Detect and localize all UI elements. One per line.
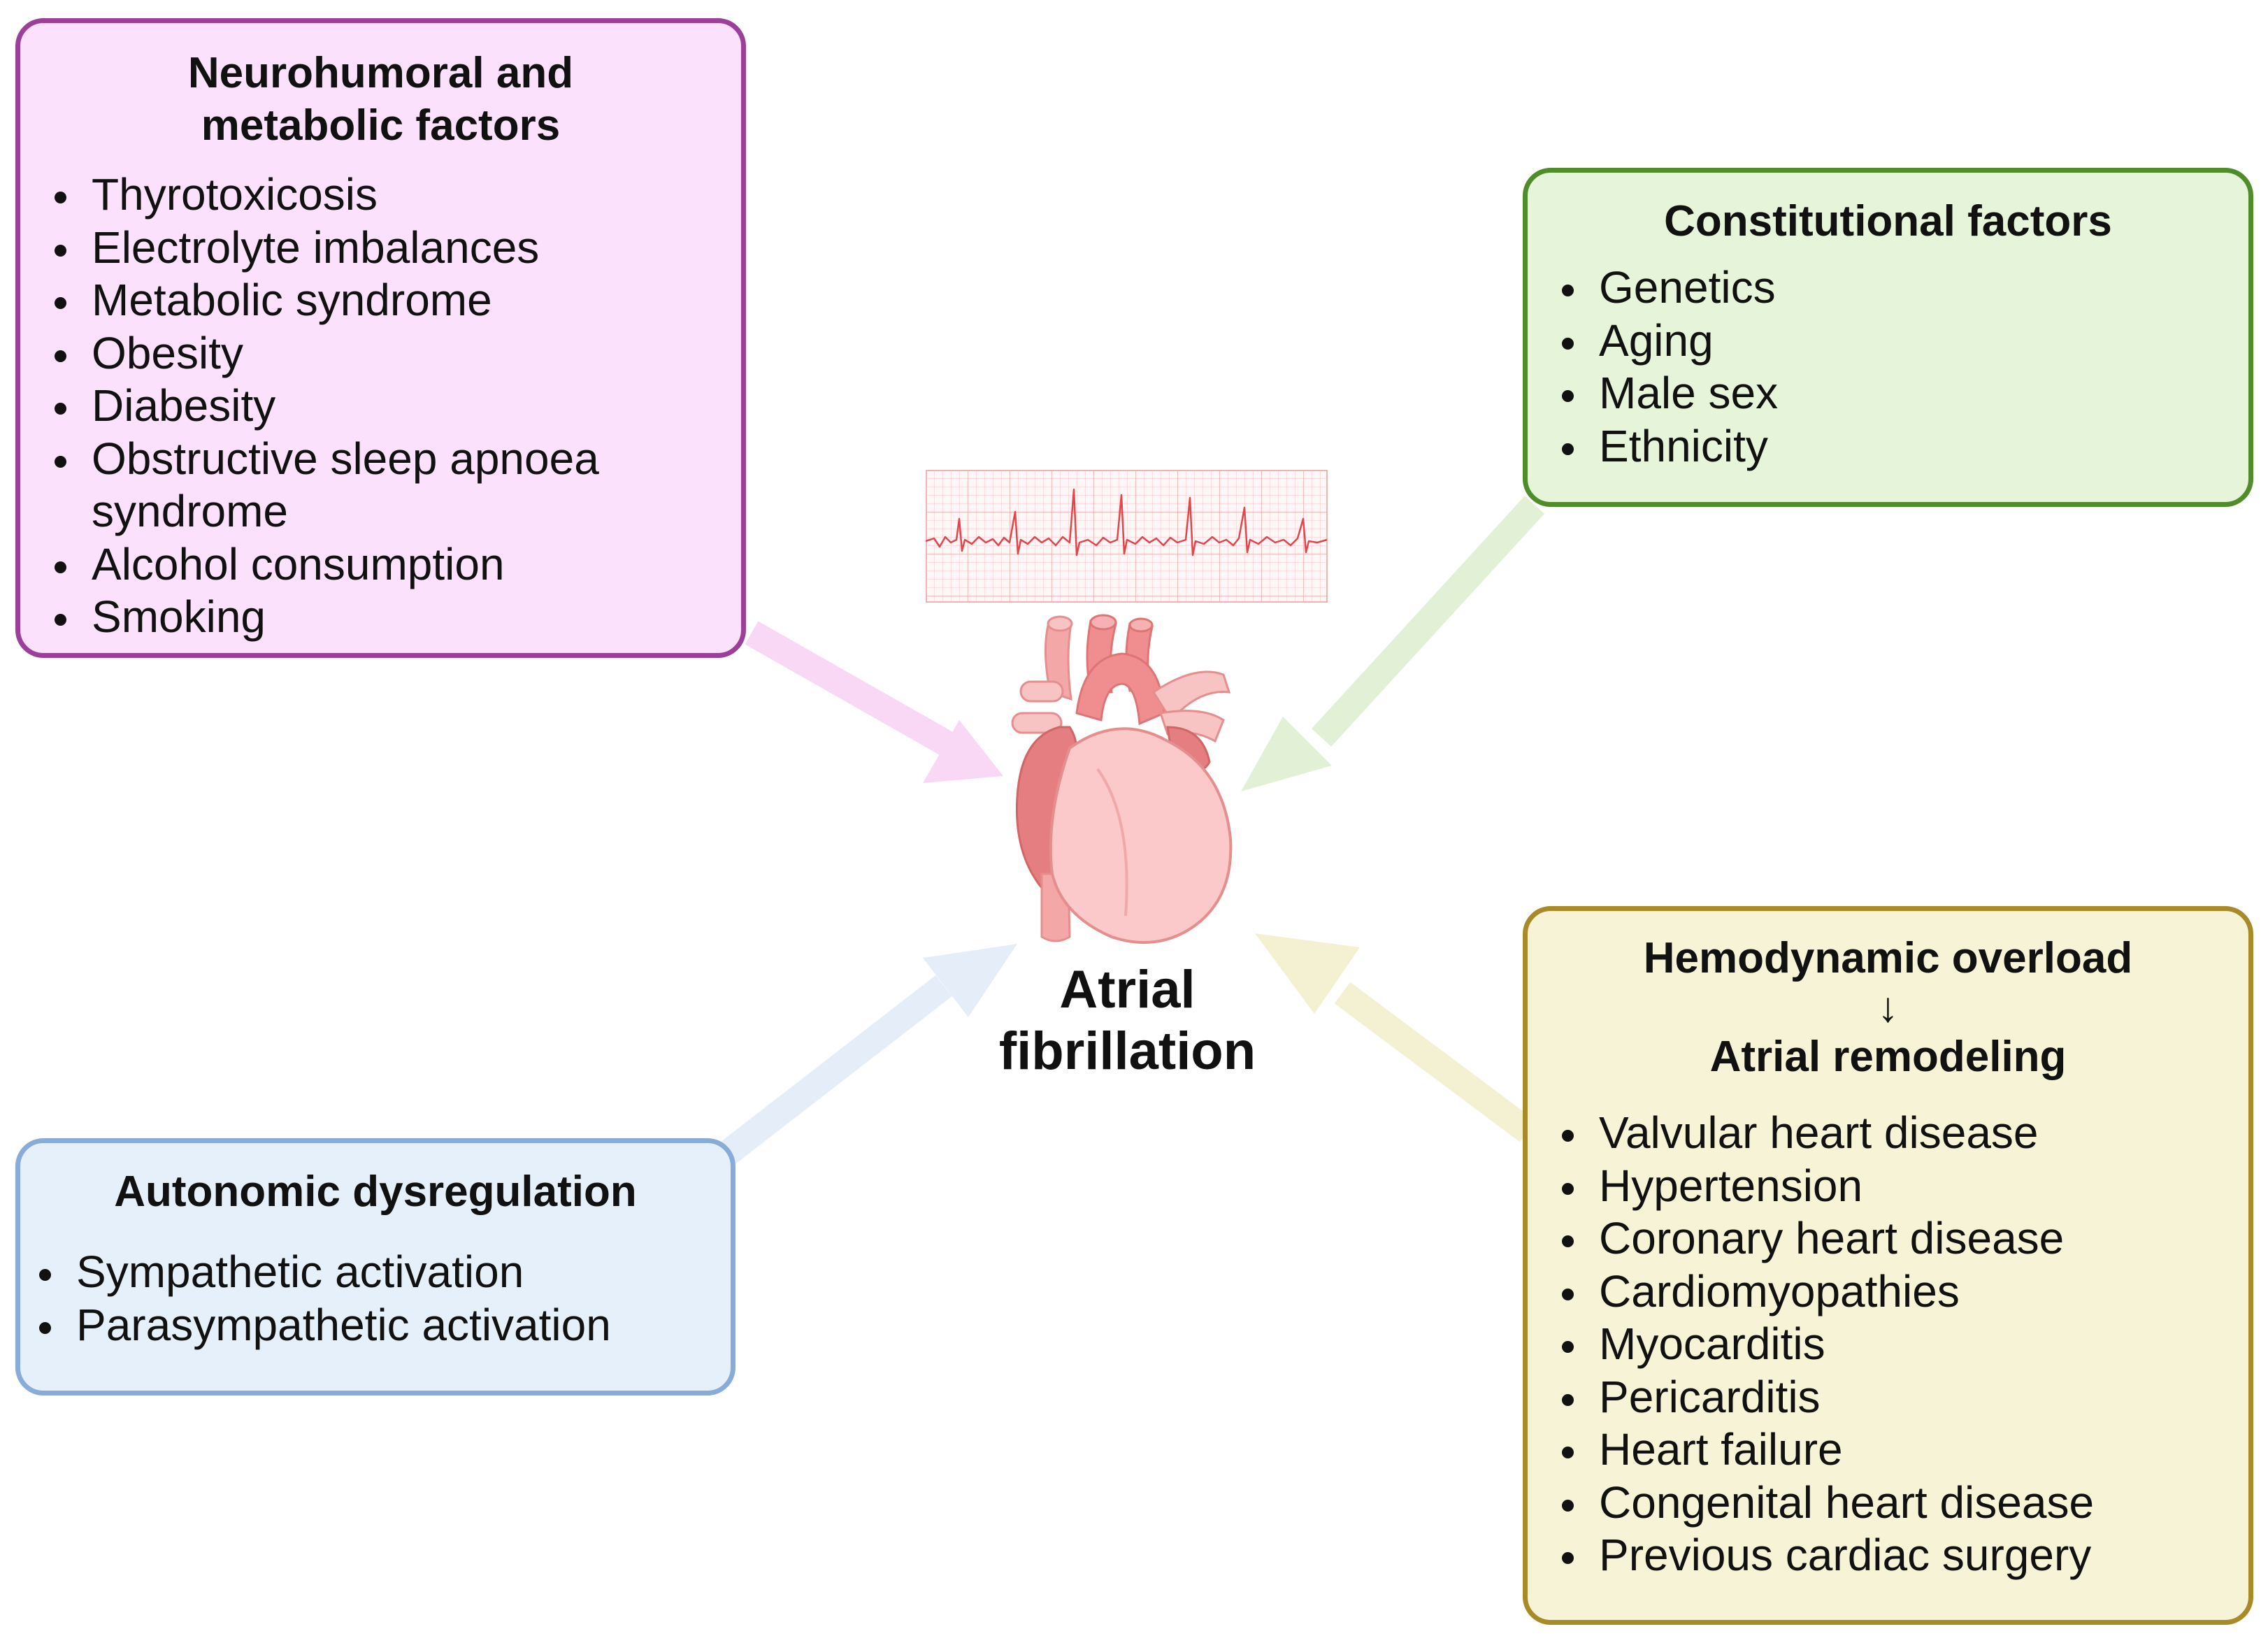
center-title-line2: fibrillation xyxy=(998,1021,1256,1081)
center-title: Atrial fibrillation xyxy=(951,959,1304,1082)
list-item: Parasympathetic activation xyxy=(68,1299,731,1352)
arrow-hemodynamic xyxy=(1255,933,1536,1142)
list-item: Male sex xyxy=(1591,367,2248,420)
list-item: Hypertension xyxy=(1591,1160,2248,1213)
arrow-neurohumoral xyxy=(745,621,1003,783)
box-neurohumoral-metabolic-factors: Neurohumoral and metabolic factors Thyro… xyxy=(15,18,746,658)
list-item: Cardiomyopathies xyxy=(1591,1265,2248,1319)
box-title-line1: Neurohumoral and xyxy=(187,49,574,97)
box-title: Neurohumoral and metabolic factors xyxy=(20,47,741,152)
list-item: Myocarditis xyxy=(1591,1318,2248,1371)
list-item: Thyrotoxicosis xyxy=(83,168,741,222)
arrow-constitutional xyxy=(1241,496,1545,791)
box-autonomic-dysregulation: Autonomic dysregulation Sympathetic acti… xyxy=(15,1138,735,1396)
list-item: Previous cardiac surgery xyxy=(1591,1529,2248,1582)
factor-list: Genetics Aging Male sex Ethnicity xyxy=(1528,261,2248,473)
arrow-autonomic xyxy=(719,944,1017,1165)
box-title-line2: metabolic factors xyxy=(201,101,561,150)
box-hemodynamic-overload: Hemodynamic overload ↓ Atrial remodeling… xyxy=(1523,906,2253,1625)
list-item: Obesity xyxy=(83,327,741,380)
ecg-strip-icon xyxy=(926,470,1328,603)
list-item: Electrolyte imbalances xyxy=(83,222,741,275)
list-item: Valvular heart disease xyxy=(1591,1107,2248,1160)
list-item: Smoking xyxy=(83,591,741,644)
list-item: Coronary heart disease xyxy=(1591,1212,2248,1265)
list-item: Aging xyxy=(1591,315,2248,368)
list-item: Pericarditis xyxy=(1591,1371,2248,1424)
factor-list: Valvular heart disease Hypertension Coro… xyxy=(1528,1107,2248,1582)
box-title: Autonomic dysregulation xyxy=(114,1168,637,1216)
list-item: Congenital heart disease xyxy=(1591,1477,2248,1530)
center-title-line1: Atrial xyxy=(1059,960,1196,1019)
list-item: Genetics xyxy=(1591,261,2248,315)
factor-list: Sympathetic activation Parasympathetic a… xyxy=(20,1246,731,1351)
list-item: Ethnicity xyxy=(1591,420,2248,473)
list-item: Diabesity xyxy=(83,380,741,433)
list-item: Heart failure xyxy=(1591,1423,2248,1477)
factor-list: Thyrotoxicosis Electrolyte imbalances Me… xyxy=(20,168,741,644)
list-item: Sympathetic activation xyxy=(68,1246,731,1299)
list-item: Obstructive sleep apnoea syndrome xyxy=(83,433,623,538)
box-title: Constitutional factors xyxy=(1664,197,2112,245)
down-arrow-icon: ↓ xyxy=(1877,984,1899,1031)
list-item: Alcohol consumption xyxy=(83,538,741,591)
box-title-line2: Atrial remodeling xyxy=(1709,1033,2067,1081)
box-constitutional-factors: Constitutional factors Genetics Aging Ma… xyxy=(1523,168,2253,507)
list-item: Metabolic syndrome xyxy=(83,274,741,327)
heart-icon xyxy=(1011,614,1233,944)
box-title-line1: Hemodynamic overload xyxy=(1643,934,2133,982)
